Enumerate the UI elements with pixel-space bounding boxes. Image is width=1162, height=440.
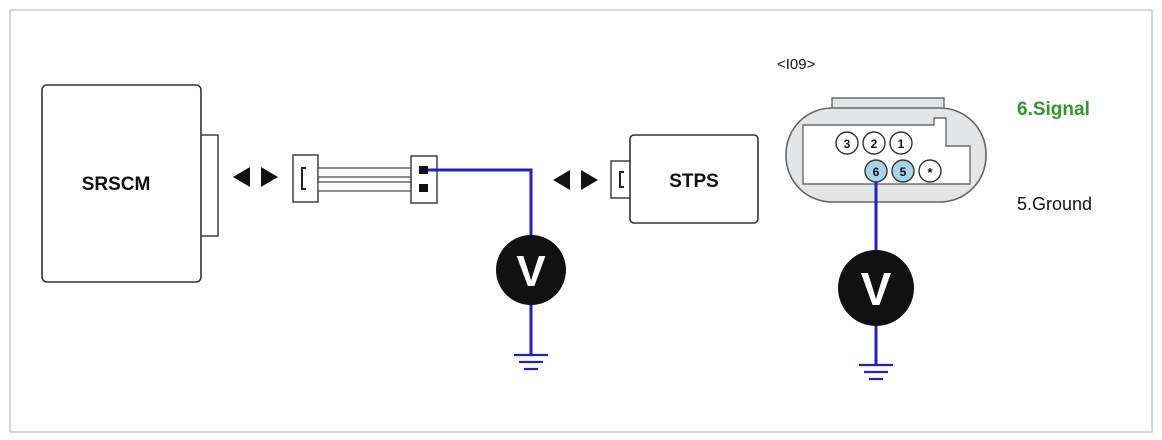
pin-3: 3: [835, 131, 859, 155]
stps-body: [629, 134, 759, 224]
voltmeter-right: V: [838, 250, 914, 326]
voltmeter-icon: [838, 250, 914, 326]
svg-text:3: 3: [844, 137, 851, 151]
signal-pin-label: 6.Signal: [1017, 99, 1090, 120]
connector-id-label: <I09>: [777, 56, 816, 73]
srscm-connector-tab: [199, 134, 219, 237]
pin-5: 5: [891, 159, 915, 183]
harness-connector: [292, 154, 438, 204]
voltmeter-left: V: [496, 235, 566, 305]
srscm-harness-arrow: [233, 167, 278, 187]
pin-2: 2: [862, 131, 886, 155]
ground-symbol-right: [859, 363, 893, 381]
harness-left-bracket: [301, 167, 306, 190]
harness-stps-arrow: [553, 170, 598, 190]
pin-1: 1: [889, 131, 913, 155]
svg-text:5: 5: [900, 165, 907, 179]
stps-label: STPS: [669, 171, 719, 192]
ground-symbol-left: [514, 353, 548, 371]
harness-terminal-lower: [419, 184, 428, 192]
pin-unused: *: [918, 159, 942, 183]
svg-text:1: 1: [898, 137, 905, 151]
pin-6: 6: [864, 159, 888, 183]
voltmeter-symbol: V: [516, 247, 546, 296]
arrow-right-icon: [261, 167, 278, 187]
harness-left-plug: [292, 154, 319, 203]
stps-connector-bracket: [619, 171, 624, 188]
probe-wire-harness: [428, 168, 533, 242]
srscm-label: SRSCM: [82, 174, 151, 195]
voltmeter-symbol: V: [861, 263, 892, 315]
svg-text:2: 2: [871, 137, 878, 151]
voltmeter-icon: [496, 235, 566, 305]
svg-text:*: *: [927, 165, 933, 180]
svg-text:6: 6: [873, 165, 880, 179]
srscm-module: SRSCM: [41, 84, 219, 283]
arrow-right-icon: [581, 170, 598, 190]
harness-wire-lower: [317, 181, 412, 192]
harness-wire-upper: [317, 167, 412, 178]
ground-pin-label: 5.Ground: [1017, 194, 1092, 214]
srscm-body: [41, 84, 202, 283]
connector-face: 3 2 1 6 5 *: [785, 97, 987, 203]
arrow-left-icon: [233, 167, 250, 187]
stps-sensor: STPS: [610, 134, 759, 224]
harness-right-plug: [410, 155, 438, 204]
arrow-left-icon: [553, 170, 570, 190]
harness-terminal-upper: [419, 166, 428, 174]
